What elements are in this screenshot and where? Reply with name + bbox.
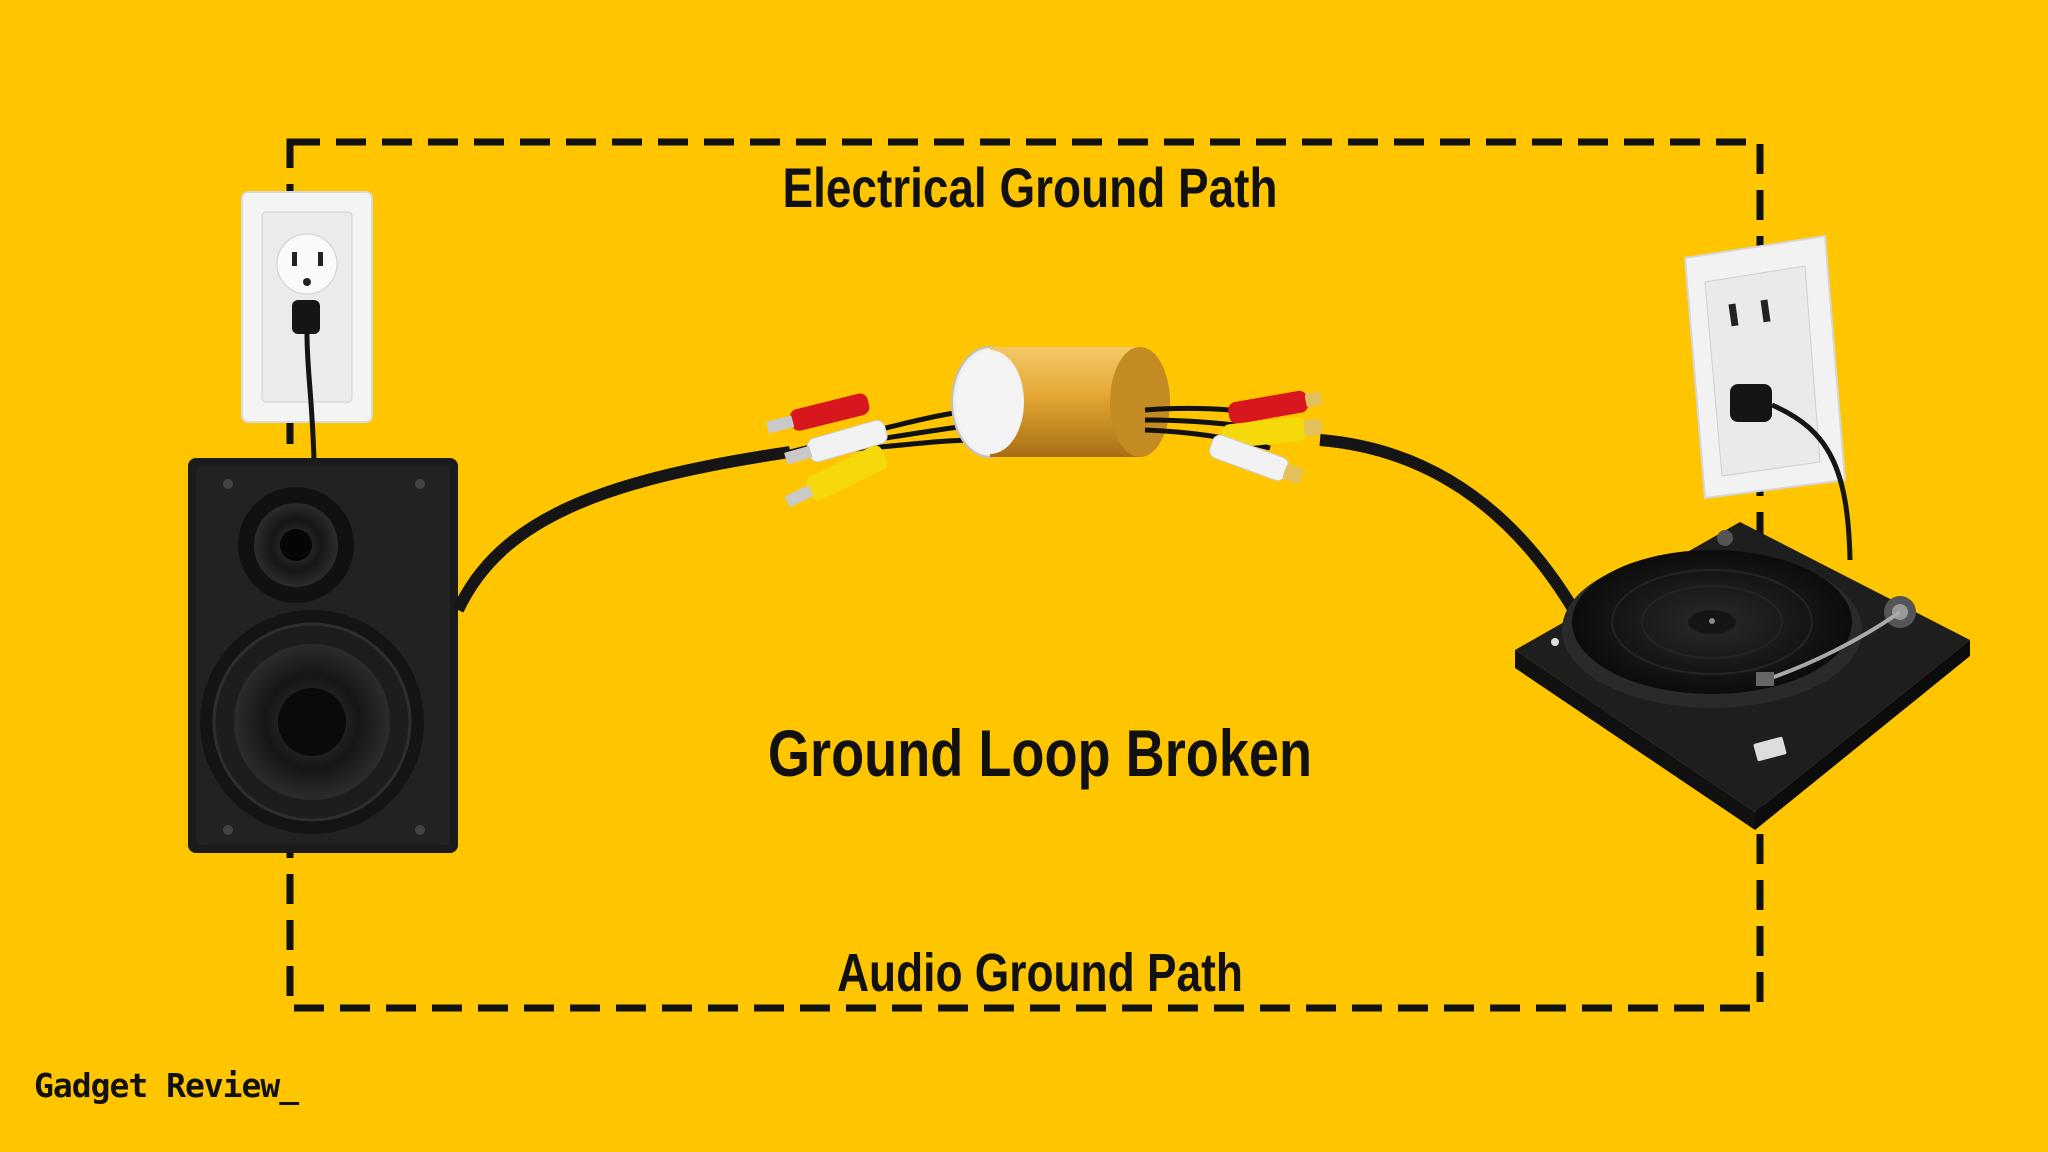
turntable-icon: [1515, 522, 1970, 830]
bookshelf-speaker-icon: [188, 458, 458, 853]
ground-path-loop: [286, 138, 1764, 1012]
wall-outlet-icon: [241, 191, 373, 461]
electrical-ground-path-label: Electrical Ground Path: [782, 156, 1278, 219]
ground-loop-broken-label: Ground Loop Broken: [767, 716, 1313, 790]
wall-outlet-icon: [1683, 234, 1853, 561]
rca-cable-icon: [766, 393, 976, 508]
left-rca-cable: [452, 446, 791, 613]
rca-cable-icon: [1144, 390, 1323, 484]
audio-ground-path-label: Audio Ground Path: [837, 943, 1243, 1003]
right-rca-cable: [1319, 434, 1581, 616]
gadget-review-logo: Gadget Review_: [34, 1066, 299, 1105]
ground-loop-isolator-icon: [951, 346, 1170, 458]
